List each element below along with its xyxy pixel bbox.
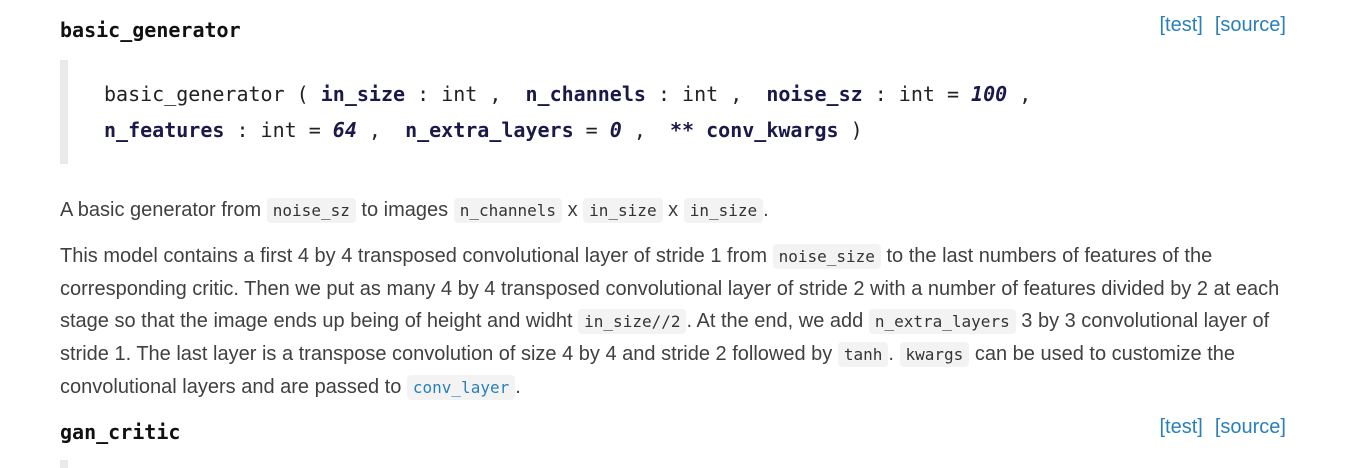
inline-code: n_extra_layers bbox=[868, 309, 1016, 334]
inline-code: n_channels bbox=[453, 198, 563, 223]
type: int bbox=[682, 82, 719, 106]
text: . bbox=[888, 343, 894, 365]
inline-code: noise_sz bbox=[266, 198, 356, 223]
text: can be used to customize the convolution… bbox=[60, 343, 1236, 398]
param: n_features bbox=[104, 118, 225, 142]
text: to the last numbers of features of the c… bbox=[60, 245, 1280, 332]
param: n_channels bbox=[525, 82, 646, 106]
description-details: This model contains a first 4 by 4 trans… bbox=[60, 240, 1290, 404]
links-basic-generator: [test] [source] bbox=[1147, 14, 1286, 37]
signature-border bbox=[60, 460, 68, 468]
function-name-gan-critic: gan_critic bbox=[60, 420, 181, 444]
description-summary: A basic generator from noise_sz to image… bbox=[60, 194, 1290, 227]
inline-code: in_size bbox=[683, 198, 764, 223]
paren: ) bbox=[850, 118, 863, 142]
inline-code: in_size//2 bbox=[578, 309, 687, 334]
text: . bbox=[763, 199, 769, 221]
source-link[interactable]: [source] bbox=[1214, 14, 1286, 36]
default: 64 bbox=[332, 118, 357, 142]
test-link[interactable]: [test] bbox=[1159, 416, 1203, 438]
default: 100 bbox=[971, 82, 1008, 106]
inline-code: kwargs bbox=[899, 342, 970, 367]
type: int bbox=[441, 82, 478, 106]
sig-func-name: basic_generator bbox=[104, 82, 285, 106]
text: x bbox=[668, 199, 679, 221]
param: noise_sz bbox=[766, 82, 863, 106]
paren: ( bbox=[296, 82, 309, 106]
text: x bbox=[567, 199, 578, 221]
type: int bbox=[260, 118, 297, 142]
function-signature: basic_generator ( in_size : int , n_chan… bbox=[60, 60, 1298, 164]
kwargs-stars: ** bbox=[669, 118, 695, 142]
inline-code: in_size bbox=[583, 198, 663, 223]
function-name-basic-generator: basic_generator bbox=[60, 18, 241, 42]
type: int bbox=[898, 82, 935, 106]
source-link[interactable]: [source] bbox=[1214, 416, 1286, 438]
text: This model contains a first 4 by 4 trans… bbox=[60, 245, 768, 267]
links-gan-critic: [test] [source] bbox=[1147, 416, 1286, 439]
param: in_size bbox=[320, 82, 406, 106]
text: to images bbox=[361, 199, 449, 221]
inline-code: tanh bbox=[837, 342, 889, 367]
test-link[interactable]: [test] bbox=[1159, 14, 1203, 36]
text: A basic generator from bbox=[60, 199, 262, 221]
conv-layer-link[interactable]: conv_layer bbox=[406, 375, 516, 400]
param: n_extra_layers bbox=[405, 118, 574, 142]
text: . At the end, we add bbox=[686, 310, 864, 332]
default: 0 bbox=[609, 118, 622, 142]
param: conv_kwargs bbox=[706, 118, 839, 142]
text: 3 by 3 convolutional layer of stride 1. … bbox=[60, 310, 1270, 365]
inline-code: noise_size bbox=[772, 244, 881, 269]
text: . bbox=[515, 376, 521, 398]
